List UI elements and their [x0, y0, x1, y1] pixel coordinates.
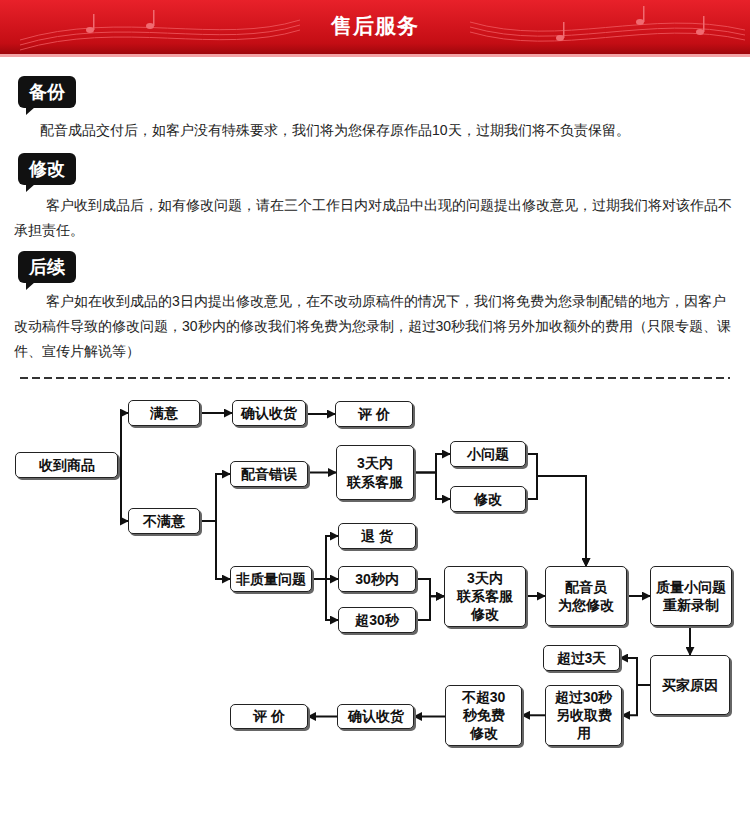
node-text: 修改: [474, 490, 502, 508]
flow-arrow: [414, 473, 450, 500]
flow-arrow: [312, 579, 338, 620]
flow-arrow: [526, 454, 586, 566]
flow-arrow: [308, 472, 336, 474]
process-box: 超过3天: [543, 645, 620, 671]
flow-arrow: [627, 595, 650, 597]
process-box: 确认收货: [337, 704, 414, 729]
node-text: 3天内 联系客服: [340, 454, 410, 490]
process-box: 配音错误: [230, 461, 308, 487]
node-text: 后续: [29, 255, 65, 279]
process-box: 不超30 秒免费 修改: [445, 685, 522, 746]
node-text: 超过30秒 另收取费 用: [549, 688, 618, 743]
node-text: 30秒内: [355, 570, 399, 588]
node-text: 备份: [29, 80, 65, 104]
flow-arrow: [526, 595, 545, 597]
process-box: 超过30秒 另收取费 用: [545, 685, 622, 746]
process-box: 3天内 联系客服 修改: [444, 566, 526, 627]
node-text: 不满意: [143, 512, 185, 530]
node-text: 配音员 为您修改: [549, 578, 623, 614]
flow-arrow: [414, 454, 450, 473]
process-box: 配音员 为您修改: [545, 566, 627, 626]
process-box: 3天内 联系客服: [336, 445, 414, 500]
flow-arrow: [118, 413, 128, 465]
page-title: 售后服务: [0, 12, 750, 40]
divider-line: [20, 377, 730, 379]
flow-arrow: [622, 685, 650, 715]
node-text: 配音错误: [241, 465, 297, 483]
process-box: 小问题: [450, 441, 526, 467]
flow-arrow: [200, 521, 230, 579]
node-text: 收到商品: [39, 456, 95, 474]
section-paragraph: 客户如在收到成品的3日内提出修改意见，在不改动原稿件的情况下，我们将免费为您录制…: [14, 289, 734, 364]
node-text: 修改: [29, 157, 65, 181]
section-paragraph: 客户收到成品后，如有修改问题，请在三个工作日内对成品中出现的问题提出修改意见，过…: [14, 193, 734, 243]
banner-edge: [0, 54, 750, 57]
process-box: 满意: [128, 400, 200, 426]
process-box: 退 货: [338, 523, 416, 549]
flow-arrow: [200, 412, 232, 414]
node-text: 不超30 秒免费 修改: [449, 688, 518, 743]
flow-arrow: [118, 465, 128, 521]
section-paragraph: 配音成品交付后，如客户没有特殊要求，我们将为您保存原作品10天，过期我们将不负责…: [22, 118, 737, 143]
process-box: 收到商品: [15, 452, 118, 478]
node-text: 非质量问题: [236, 570, 306, 588]
process-box: 质量小问题 重新录制: [650, 566, 732, 626]
process-box: 修改: [450, 486, 526, 512]
node-text: 3天内 联系客服 修改: [448, 569, 522, 624]
node-text: 评 价: [253, 707, 285, 725]
section-tag: 修改: [18, 153, 76, 185]
process-box: 买家原因: [650, 655, 730, 715]
node-text: 超30秒: [355, 611, 399, 629]
node-text: 确认收货: [241, 404, 297, 422]
flow-arrow: [620, 658, 650, 685]
process-box: 不满意: [128, 508, 200, 534]
node-text: 评 价: [358, 405, 390, 423]
section-tag: 备份: [18, 76, 76, 108]
process-box: 超30秒: [338, 607, 416, 633]
process-box: 确认收货: [232, 400, 306, 426]
process-box: 30秒内: [338, 566, 416, 592]
flow-arrow: [416, 596, 444, 620]
flow-arrow: [522, 714, 545, 716]
node-text: 小问题: [467, 445, 509, 463]
flow-arrow: [312, 536, 338, 579]
process-box: 评 价: [230, 704, 308, 729]
process-box: 非质量问题: [230, 566, 312, 592]
flow-arrow: [526, 476, 586, 566]
node-text: 买家原因: [662, 676, 718, 694]
flow-arrow: [689, 626, 691, 655]
node-text: 质量小问题 重新录制: [654, 578, 728, 614]
flow-arrow: [416, 579, 444, 596]
flow-arrow: [200, 474, 230, 521]
title-banner: [0, 0, 750, 54]
node-text: 确认收货: [348, 707, 404, 725]
node-text: 超过3天: [557, 649, 607, 667]
flow-arrow: [414, 716, 445, 718]
flow-arrow: [306, 413, 335, 415]
node-text: 满意: [150, 404, 178, 422]
process-box: 评 价: [335, 401, 413, 427]
section-tag: 后续: [18, 251, 76, 283]
flow-arrow: [308, 716, 337, 718]
node-text: 退 货: [361, 527, 393, 545]
